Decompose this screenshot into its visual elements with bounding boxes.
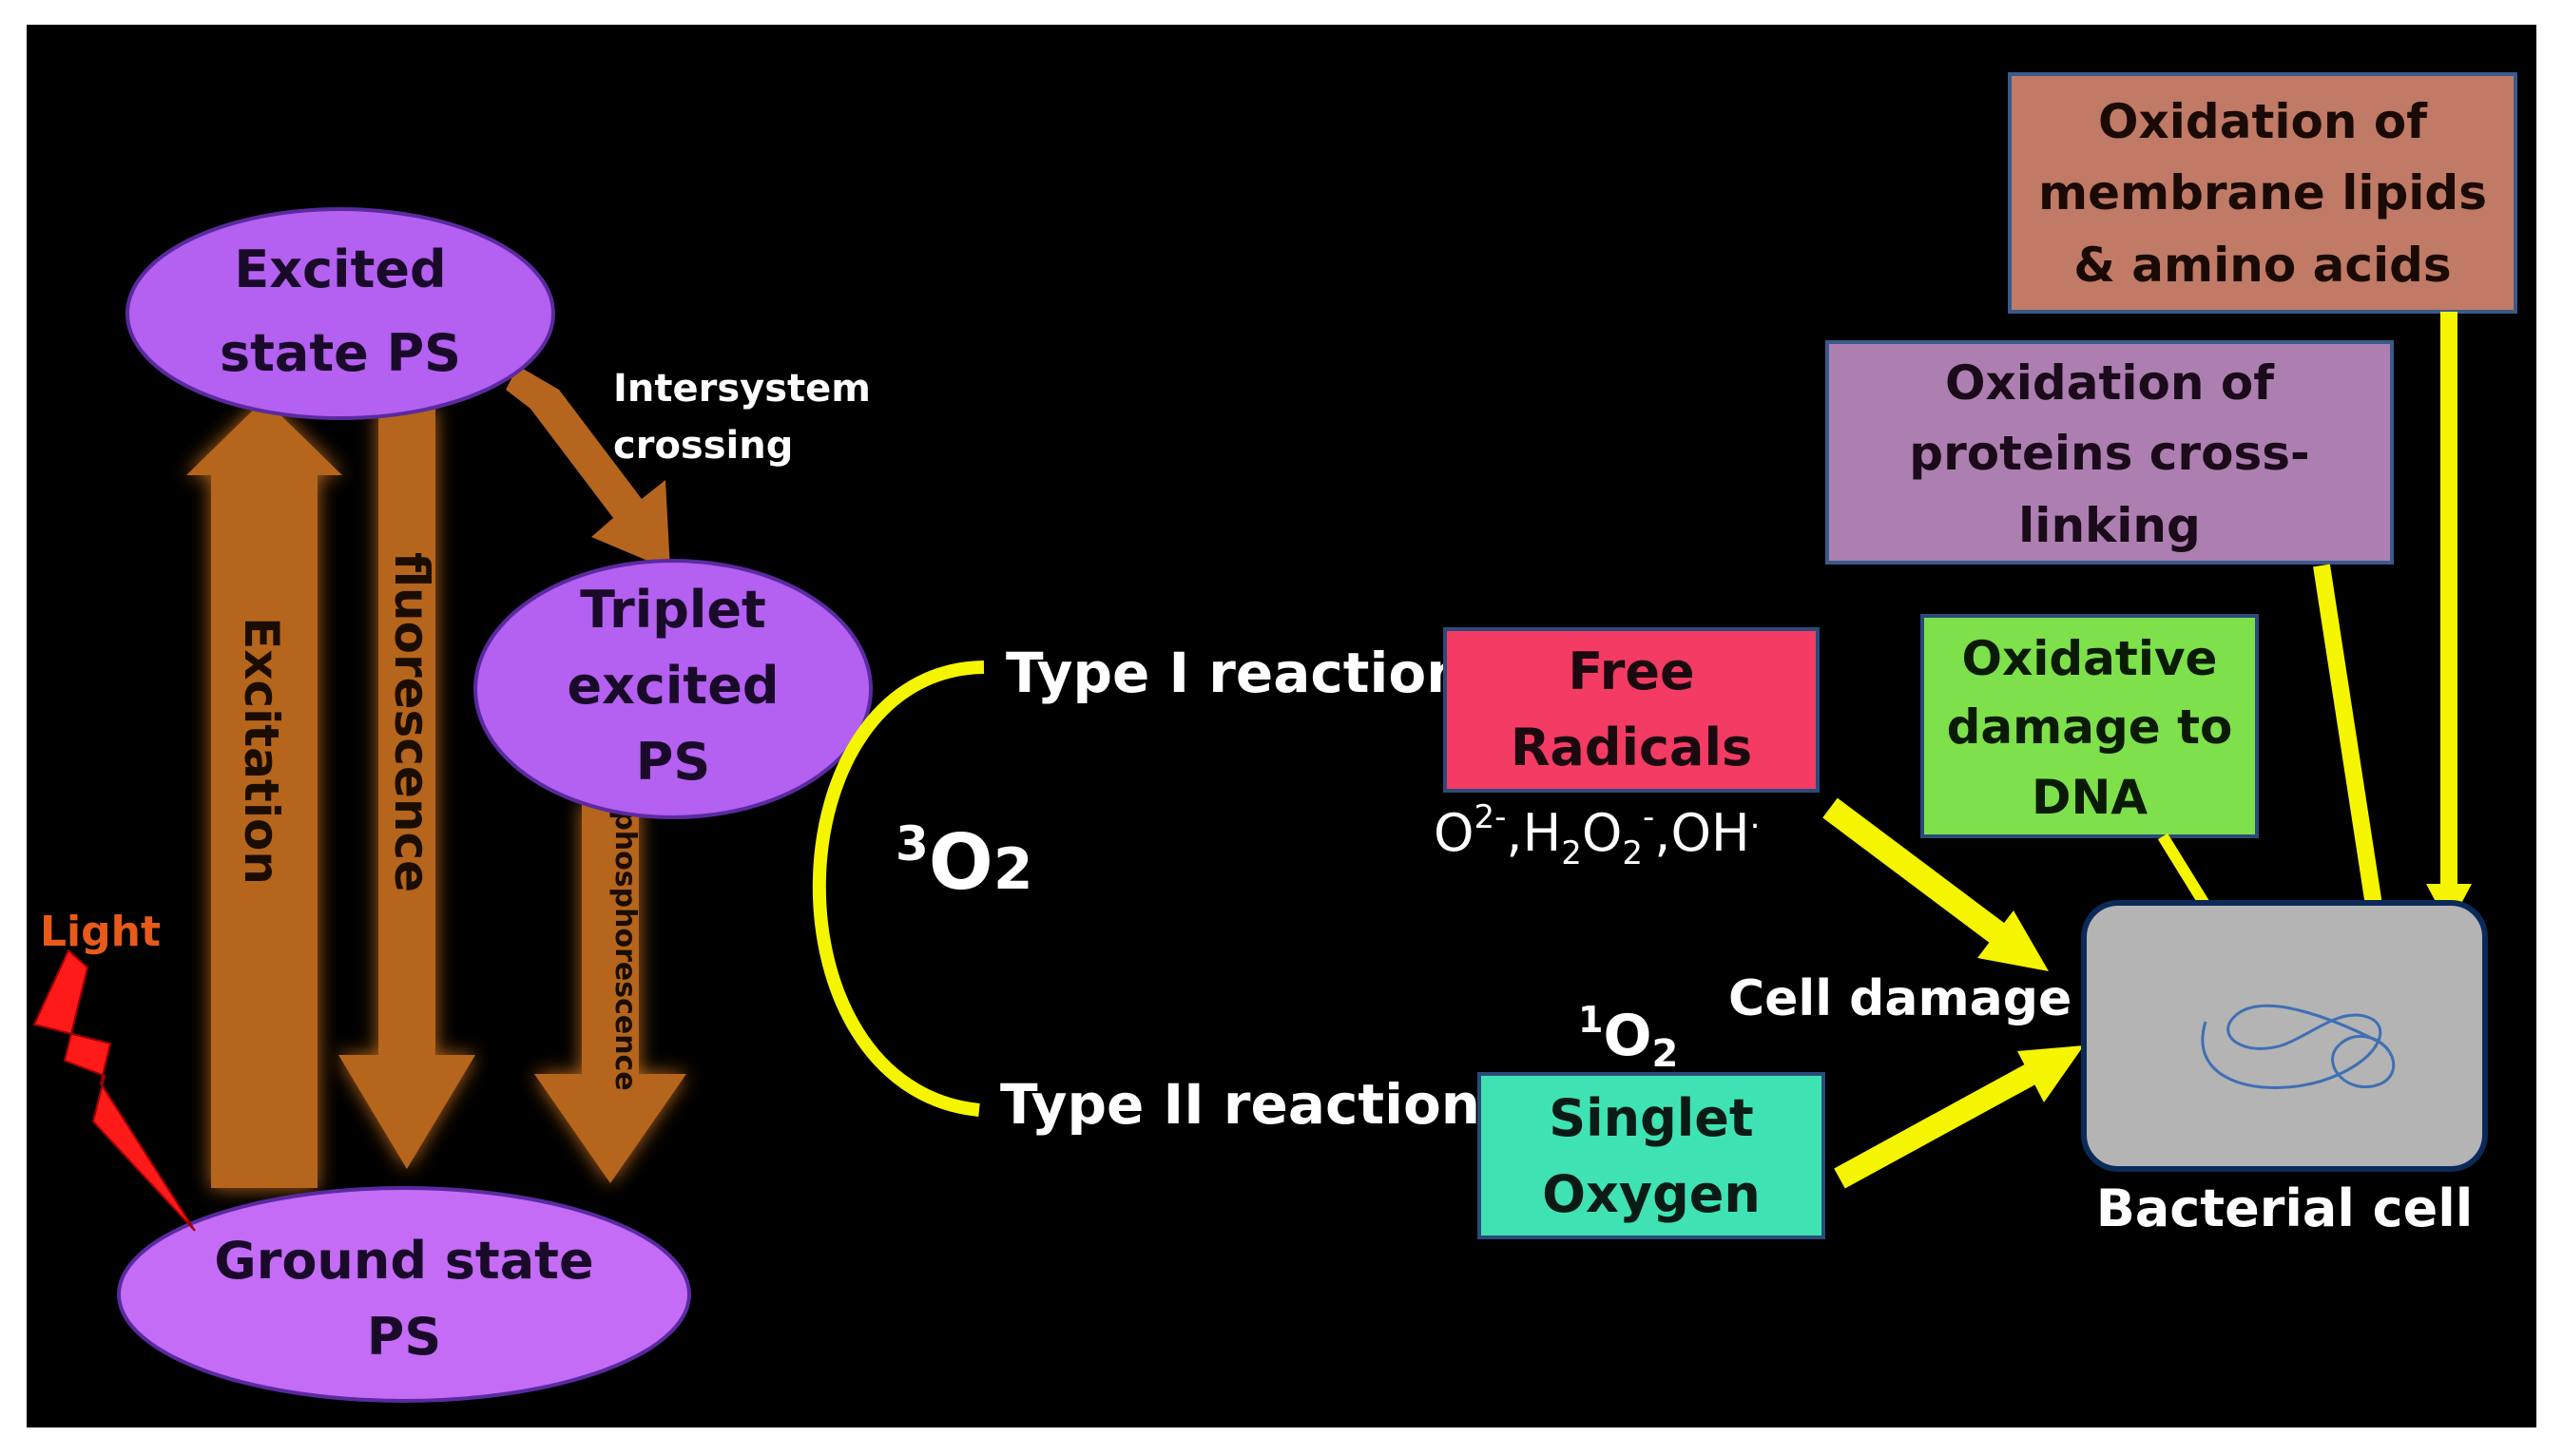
excited-state-line2: state PS (220, 323, 461, 383)
protein-to-cell-arrow (2313, 564, 2387, 938)
ground-state-ps: Ground state PS (117, 1186, 691, 1403)
bacterial-cell: Bacterial cell (2081, 900, 2488, 1238)
protein-line1: Oxidation of (1945, 355, 2275, 411)
excited-state-line1: Excited (234, 239, 446, 299)
excitation-label: Excitation (234, 617, 289, 885)
light-label: Light (40, 908, 161, 956)
phosphorescence-label: phosphorescence (608, 810, 642, 1090)
bacterial-cell-label: Bacterial cell (2096, 1178, 2474, 1238)
radicals-formula: O2-,H2O2-,OH. (1434, 798, 1760, 872)
intersystem-label-line2: crossing (613, 424, 793, 468)
lipid-oxidation-box: Oxidation of membrane lipids & amino aci… (2008, 72, 2517, 314)
excited-state-ps: Excited state PS (125, 207, 555, 420)
protein-line2: proteins cross- (1909, 426, 2309, 481)
singlet-oxygen-sub: 2 (1651, 1032, 1678, 1076)
dna-line3: DNA (2032, 770, 2148, 825)
ground-state-line1: Ground state (214, 1231, 593, 1291)
singlet-oxygen-formula: 1O2 (1578, 999, 1678, 1076)
singlet-arrowhead (2017, 1045, 2084, 1102)
formula-h-sub: 2 (1561, 834, 1582, 872)
formula-oh: ,OH (1654, 803, 1749, 863)
free-radicals-box: Free Radicals (1443, 627, 1820, 793)
formula-oh-sup: . (1750, 798, 1761, 836)
protein-oxidation-box: Oxidation of proteins cross- linking (1825, 340, 2394, 565)
triplet-oxygen-label: 3O2 (896, 816, 1033, 907)
dna-damage-box: Oxidative damage to DNA (1920, 614, 2259, 838)
lipid-line3: & amino acids (2073, 238, 2451, 293)
free-radicals-arrowhead (1977, 910, 2049, 971)
phosphorescence-arrow (534, 803, 686, 1183)
lightning-bolt-icon (32, 948, 196, 1232)
dna-line1: Oxidative (1962, 631, 2218, 686)
excitation-arrow (186, 399, 342, 1188)
ground-state-line2: PS (367, 1307, 441, 1367)
formula-h: ,H (1506, 803, 1561, 863)
intersystem-crossing-arrow (506, 366, 670, 570)
formula-o2-sub: 2 (1622, 834, 1643, 872)
triplet-oxygen-main: O (929, 818, 993, 907)
triplet-line1: Triplet (580, 580, 766, 640)
triplet-oxygen-sub: 2 (993, 836, 1033, 903)
triplet-excited-ps: Triplet excited PS (473, 559, 873, 819)
singlet-oxygen-box: Singlet Oxygen (1477, 1072, 1825, 1239)
singlet-oxygen-line2: Oxygen (1542, 1164, 1761, 1224)
formula-o: O (1434, 803, 1474, 863)
yellow-arrows (1822, 312, 2472, 1189)
dna-strand-icon (2201, 1004, 2396, 1089)
lipid-line1: Oxidation of (2098, 94, 2428, 149)
oxygen-arc (812, 661, 985, 1117)
triplet-line3: PS (636, 732, 710, 792)
type-2-reaction: Type II reaction (1000, 1072, 1480, 1137)
singlet-oxygen-line1: Singlet (1549, 1088, 1753, 1148)
fluorescence-label: fluorescence (384, 552, 439, 892)
formula-o2: O (1582, 803, 1623, 863)
free-radicals-line1: Free (1568, 642, 1694, 701)
singlet-oxygen-prefix: 1 (1578, 999, 1603, 1041)
singlet-oxygen-main: O (1603, 1003, 1651, 1069)
dna-line2: damage to (1947, 699, 2233, 755)
intersystem-label-line1: Intersystem (613, 367, 871, 411)
cell-damage-label: Cell damage (1728, 970, 2072, 1027)
protein-line3: linking (2018, 498, 2201, 553)
type-1-reaction: Type I reaction (1006, 641, 1466, 705)
free-radicals-to-cell-arrow (1822, 797, 2009, 947)
singlet-to-cell-arrow (1834, 1062, 2040, 1189)
fluorescence-arrow (338, 409, 475, 1169)
free-radicals-line2: Radicals (1511, 718, 1752, 777)
lipid-line2: membrane lipids (2038, 165, 2487, 220)
triplet-line2: excited (567, 656, 779, 716)
formula-o-sup: 2- (1474, 798, 1507, 836)
formula-o2-sup: - (1643, 798, 1654, 836)
triplet-oxygen-prefix: 3 (896, 816, 929, 872)
